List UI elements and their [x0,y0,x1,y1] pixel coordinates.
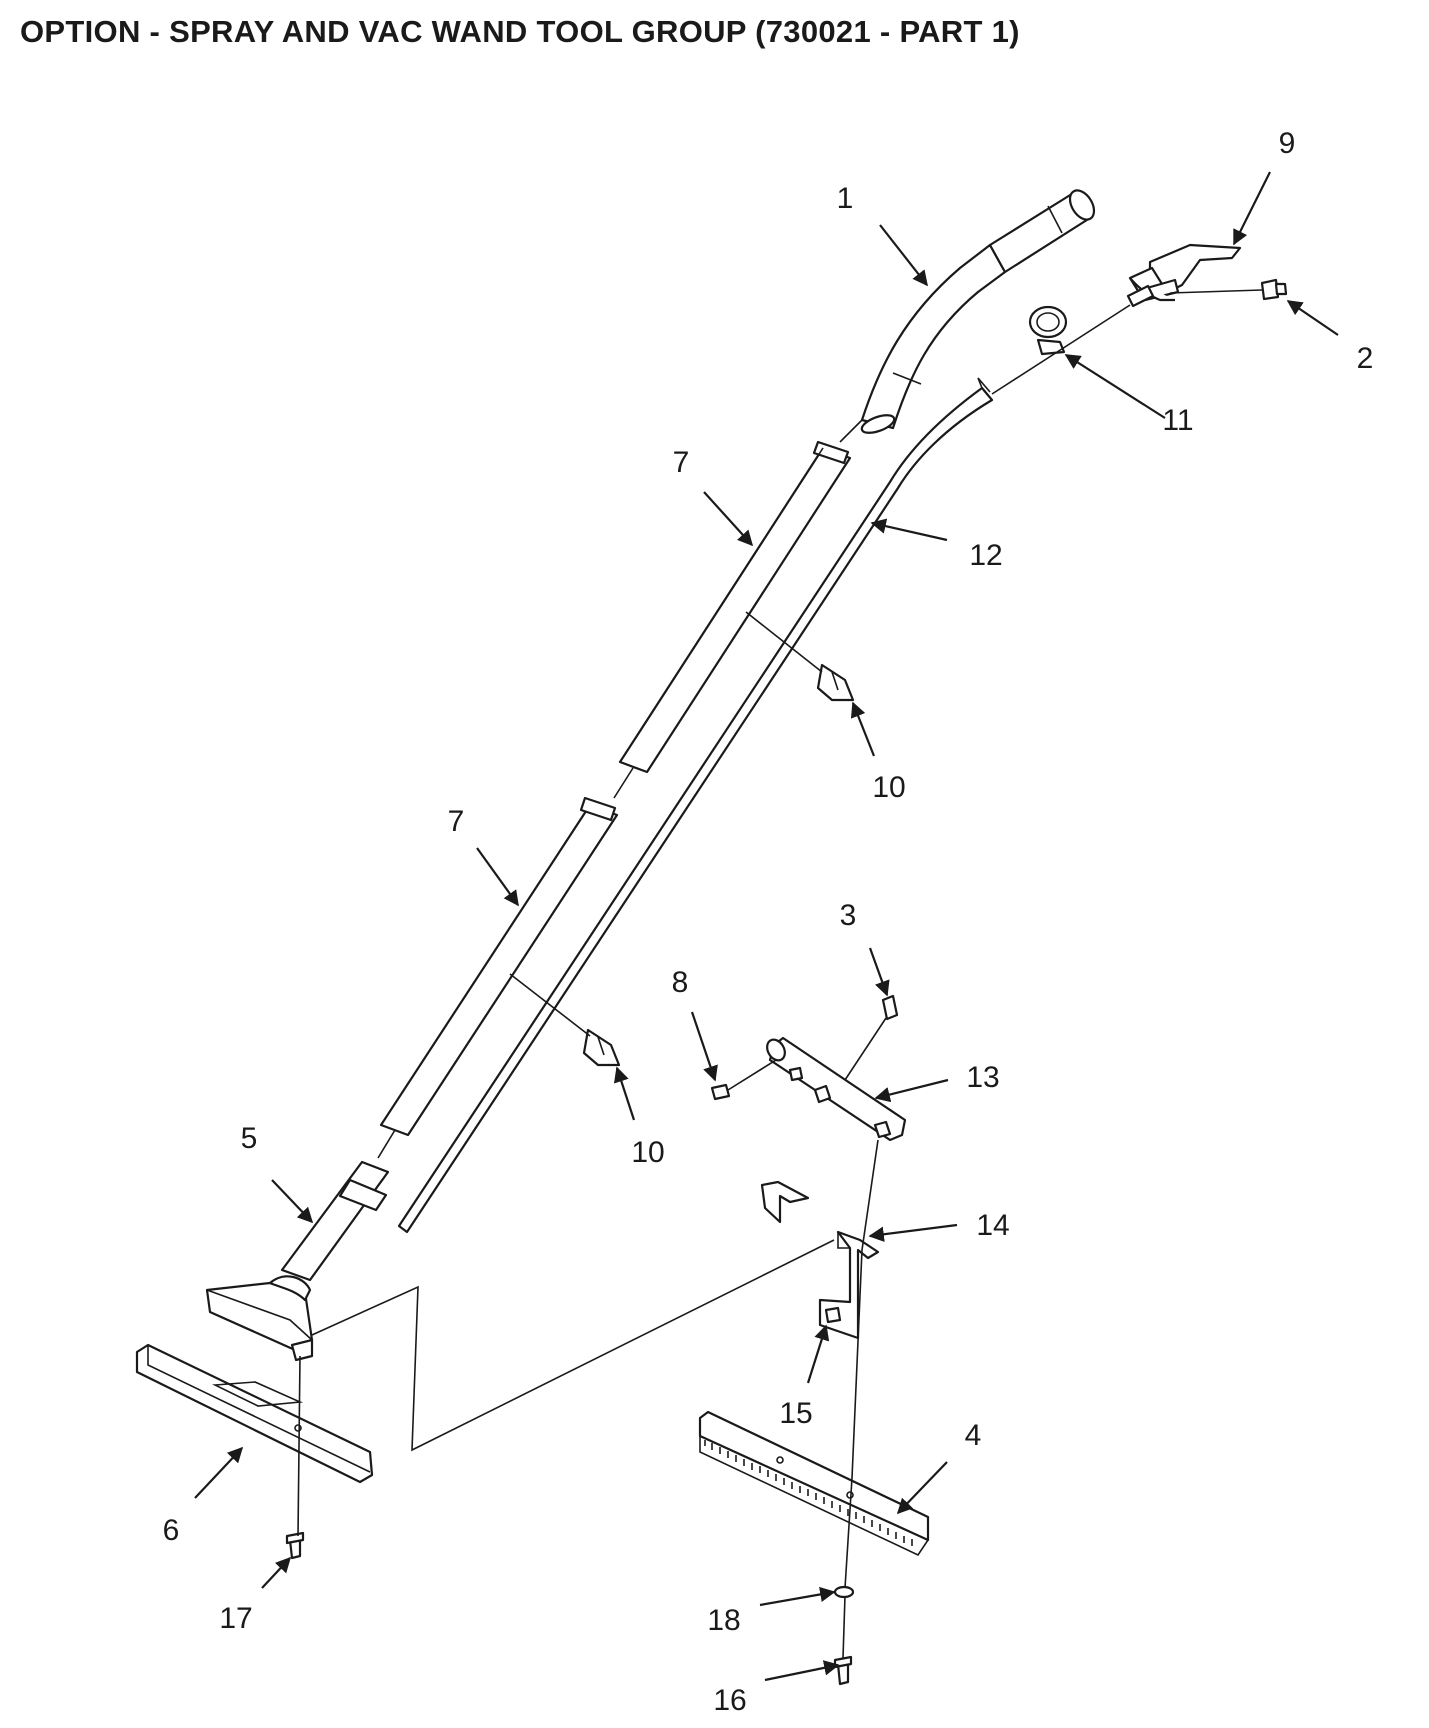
part-7-upper-tube [618,440,852,774]
part-9-spray-valve [1128,243,1263,302]
callout-6: 6 [163,1514,180,1547]
callout-2: 2 [1357,342,1374,375]
callout-1: 1 [837,182,854,215]
part-15-screw [824,1306,842,1324]
callout-14: 14 [976,1209,1009,1242]
callout-3: 3 [840,899,857,932]
centerline-clip-lower [509,973,591,1037]
centerline-1-7 [839,419,863,443]
callout-8: 8 [672,966,689,999]
callout-7-upper: 7 [673,446,690,479]
part-10-clip-lower [582,1028,621,1067]
part-6-squeegee-bar [135,1343,374,1484]
part-13-spray-manifold [766,1036,907,1142]
part-11-clamp [1028,305,1068,356]
part-9-inlet [1126,284,1155,308]
callout-4: 4 [965,1419,982,1452]
callout-10-upper: 10 [872,771,905,804]
callout-11: 11 [1162,404,1193,437]
callout-9: 9 [1279,127,1296,160]
callout-10-lower: 10 [631,1136,664,1169]
part-2-fitting [1260,278,1288,301]
page-title: OPTION - SPRAY AND VAC WAND TOOL GROUP (… [20,14,1020,49]
centerline-7-5 [377,1129,396,1159]
callout-labels: 1 2 3 4 5 6 7 7 8 9 10 10 11 12 13 14 15… [163,127,1374,1717]
part-5-vacuum-head [205,1160,390,1362]
bracket-spare [760,1180,810,1224]
part-12-spray-tube [397,377,994,1234]
callout-16: 16 [713,1684,746,1717]
part-8-nozzle [710,1059,777,1101]
part-4-brush-bar [698,1410,930,1557]
callout-15: 15 [779,1397,812,1430]
centerline-7-7 [613,767,634,799]
centerline-12-9 [991,304,1131,395]
part-7-lower-tube [379,796,619,1137]
callout-17: 17 [219,1602,252,1635]
assembly-lines [297,1139,879,1659]
part-17-screw [285,1531,305,1560]
centerline-clip-upper [745,611,823,673]
part-1-curved-wand [860,189,1096,434]
callout-18: 18 [707,1604,740,1637]
callout-7-lower: 7 [448,805,465,838]
leader-lines [194,171,1339,1682]
part-3-fitting [844,994,899,1081]
callout-5: 5 [241,1122,258,1155]
part-10-clip-upper [816,663,855,702]
part-16-screw [833,1655,853,1686]
part-18-washer [833,1585,855,1599]
callout-12: 12 [969,539,1002,572]
callout-13: 13 [966,1061,999,1094]
